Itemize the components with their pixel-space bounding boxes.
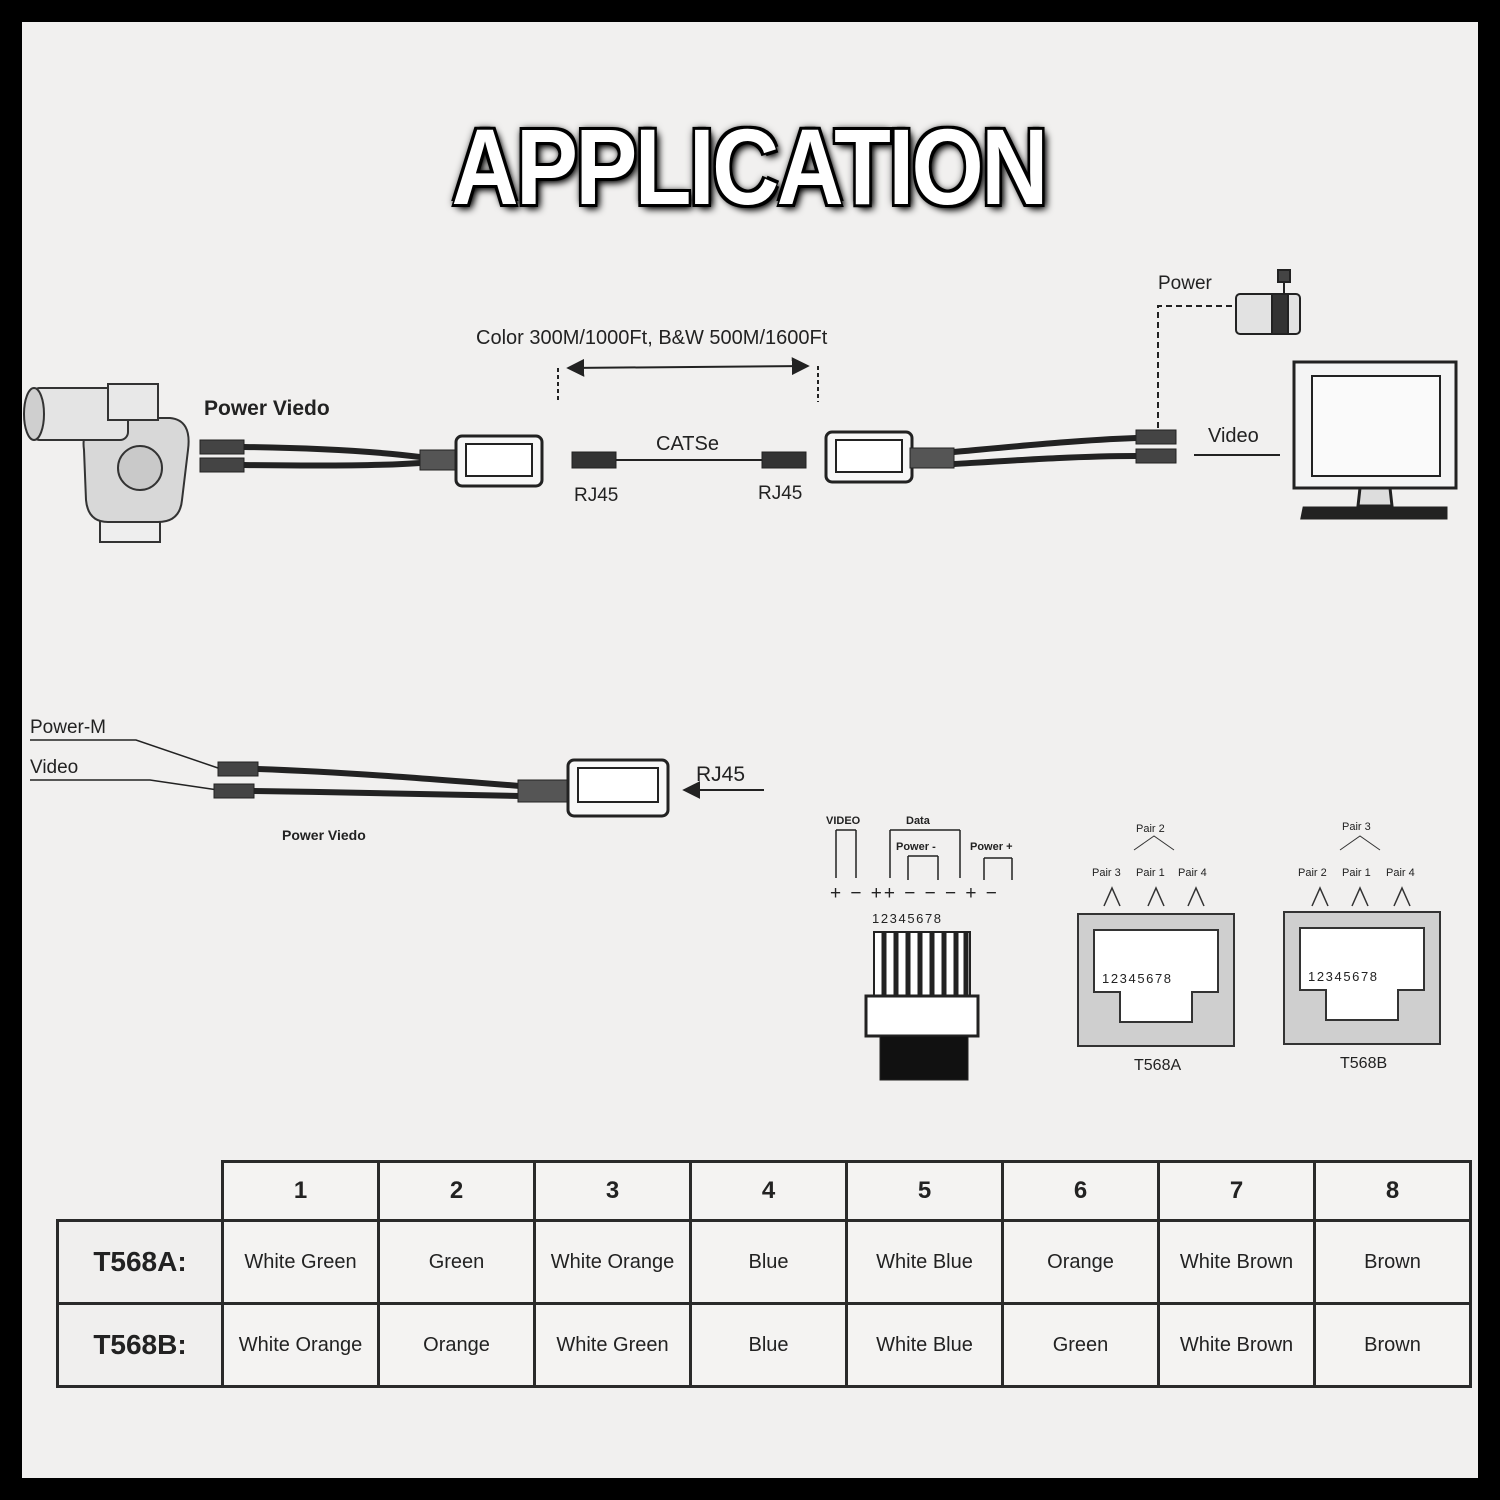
table-row: T568B: White Orange Orange White Green B… (56, 1302, 1472, 1388)
pin-header: 8 (1313, 1160, 1472, 1222)
pin-header: 5 (845, 1160, 1004, 1222)
table-cell: Brown (1313, 1219, 1472, 1305)
pin-header: 4 (689, 1160, 848, 1222)
plug-power-plus-label: Power + (970, 841, 1013, 853)
right-balun (824, 305, 1280, 484)
plug-data-label: Data (906, 815, 930, 827)
pin-header: 3 (533, 1160, 692, 1222)
power-adapter-icon (1235, 269, 1301, 335)
table-cell: Green (377, 1219, 536, 1305)
table-header-row: 1 2 3 4 5 6 7 8 (58, 1160, 1472, 1222)
plug-polarity: + − ++ − − − + − (830, 883, 999, 904)
table-cell: White Green (221, 1219, 380, 1305)
table-cell: White Blue (845, 1219, 1004, 1305)
table-cell: Brown (1313, 1302, 1472, 1388)
power-video-caption: Power Viedo (282, 827, 366, 843)
distance-label: Color 300M/1000Ft, B&W 500M/1600Ft (476, 327, 828, 349)
jack-b-pair-left: Pair 2 (1298, 867, 1327, 879)
power-video-label: Power Viedo (204, 397, 330, 420)
t568b-jack-icon (1283, 835, 1441, 1045)
pin-header: 2 (377, 1160, 536, 1222)
power-label: Power (1158, 273, 1212, 294)
pin-header: 1 (221, 1160, 380, 1222)
table-cell: White Blue (845, 1302, 1004, 1388)
rj45-plug-icon (835, 829, 1013, 1081)
table-cell: White Orange (221, 1302, 380, 1388)
row-label: T568B: (56, 1302, 224, 1388)
jack-b-pins: 12345678 (1308, 969, 1379, 984)
jack-a-pair-right: Pair 4 (1178, 867, 1207, 879)
table-cell: White Green (533, 1302, 692, 1388)
distance-arrow (557, 357, 819, 402)
table-cell: Orange (1001, 1219, 1160, 1305)
table-cell: White Brown (1157, 1302, 1316, 1388)
pin-assignment-table: 1 2 3 4 5 6 7 8 T568A: White Green Green… (56, 1160, 1472, 1388)
table-cell: Green (1001, 1302, 1160, 1388)
video-label: Video (1208, 425, 1259, 447)
table-cell: Blue (689, 1219, 848, 1305)
pin-header: 6 (1001, 1160, 1160, 1222)
jack-b-pair-right: Pair 4 (1386, 867, 1415, 879)
jack-a-pair-mid: Pair 1 (1136, 867, 1165, 879)
jack-a-pins: 12345678 (1102, 971, 1173, 986)
monitor-icon (1292, 360, 1458, 520)
jack-b-pair-top: Pair 3 (1342, 821, 1371, 833)
ptz-camera-icon (23, 383, 190, 543)
middle-balun (30, 739, 764, 818)
pin-header: 7 (1157, 1160, 1316, 1222)
table-cell: White Brown (1157, 1219, 1316, 1305)
left-balun (199, 434, 544, 488)
jack-b-pair-mid: Pair 1 (1342, 867, 1371, 879)
jack-a-pair-left: Pair 3 (1092, 867, 1121, 879)
row-label: T568A: (56, 1219, 224, 1305)
rj45-right-label: RJ45 (758, 483, 803, 504)
jack-b-caption: T568B (1340, 1055, 1388, 1072)
rj45-left-label: RJ45 (574, 485, 619, 506)
cable-label: CATSe (656, 433, 719, 455)
t568a-jack-icon (1077, 835, 1235, 1047)
plug-pin-numbers: 12345678 (872, 911, 943, 926)
table-cell: White Orange (533, 1219, 692, 1305)
table-cell: Blue (689, 1302, 848, 1388)
table-row: T568A: White Green Green White Orange Bl… (56, 1219, 1472, 1305)
table-corner (58, 1162, 223, 1221)
table-cell: Orange (377, 1302, 536, 1388)
power-m-label: Power-M (30, 717, 107, 738)
middle-rj45-label: RJ45 (696, 763, 746, 786)
middle-video-label: Video (30, 757, 79, 778)
rj45-cable (571, 451, 807, 469)
plug-power-minus-label: Power - (896, 841, 936, 853)
page-title: APPLICATION (451, 106, 1048, 227)
jack-a-pair-top: Pair 2 (1136, 823, 1165, 835)
plug-video-label: VIDEO (826, 815, 861, 827)
jack-a-caption: T568A (1134, 1057, 1182, 1074)
